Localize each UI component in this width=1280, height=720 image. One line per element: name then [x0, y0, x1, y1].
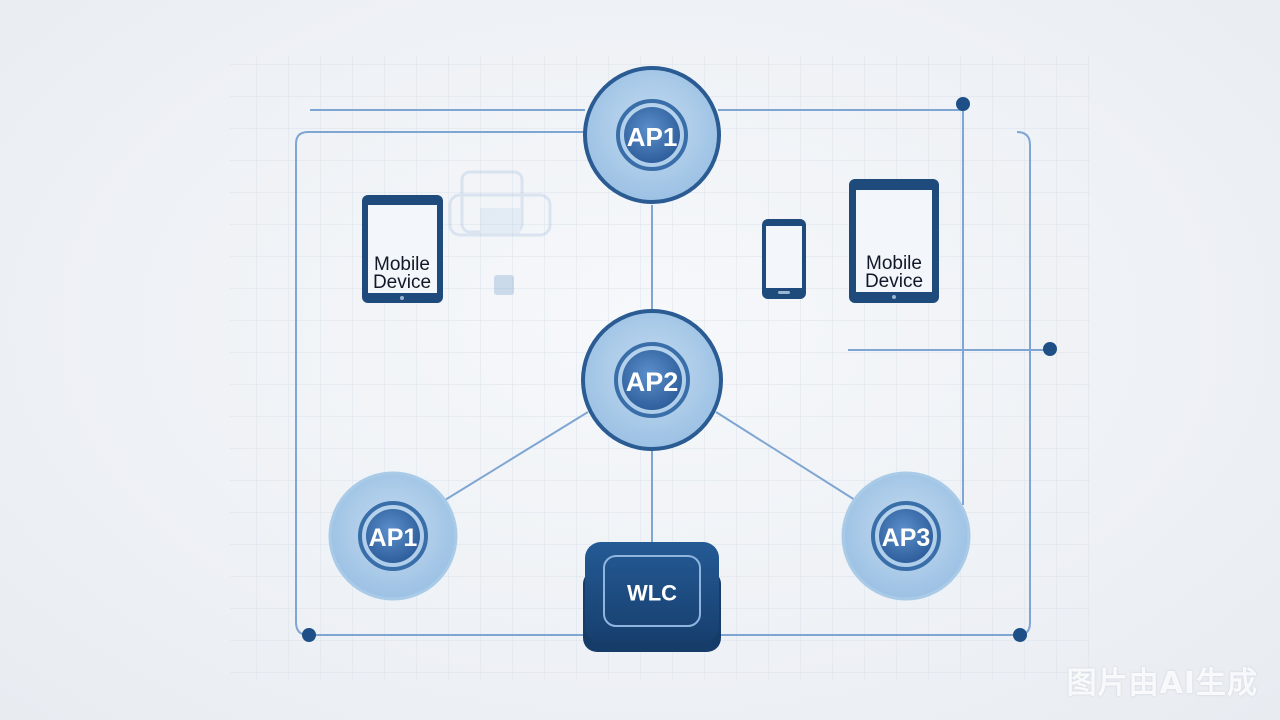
endpoint-dot: [1043, 342, 1057, 356]
ap-label: AP3: [882, 524, 931, 552]
access-point-ap1-top[interactable]: AP1: [583, 66, 721, 204]
endpoint-dot: [956, 97, 970, 111]
line-ap2-ap3: [715, 411, 856, 501]
ap-label: AP2: [626, 367, 679, 397]
device-label-line1: Mobile: [374, 254, 430, 275]
device-label-line2: Device: [865, 271, 923, 292]
wlc-controller-icon: [585, 542, 719, 642]
access-point-ap1-left[interactable]: AP1: [328, 471, 458, 601]
ghost-device-icon: [494, 275, 514, 295]
endpoint-dot: [302, 628, 316, 642]
ai-generated-watermark: 图片由AI生成: [1066, 666, 1258, 701]
wlc-controller[interactable]: WLC: [583, 542, 721, 652]
wlc-label: WLC: [627, 581, 677, 606]
ghost-printer-icon: [448, 170, 552, 237]
smartphone-device[interactable]: [762, 219, 806, 299]
ap-label: AP1: [627, 122, 678, 152]
access-point-ap3[interactable]: AP3: [841, 471, 971, 601]
connection-lines: [295, 104, 1050, 636]
access-point-ap2[interactable]: AP2: [581, 309, 723, 451]
device-label-line2: Device: [373, 272, 431, 293]
ap-label: AP1: [369, 524, 418, 552]
line-ap2-ap1left: [444, 411, 589, 501]
mobile-device-right[interactable]: Mobile Device: [849, 179, 939, 303]
device-label-line1: Mobile: [866, 253, 922, 274]
mobile-device-left[interactable]: Mobile Device: [362, 195, 443, 303]
endpoint-dot: [1013, 628, 1027, 642]
